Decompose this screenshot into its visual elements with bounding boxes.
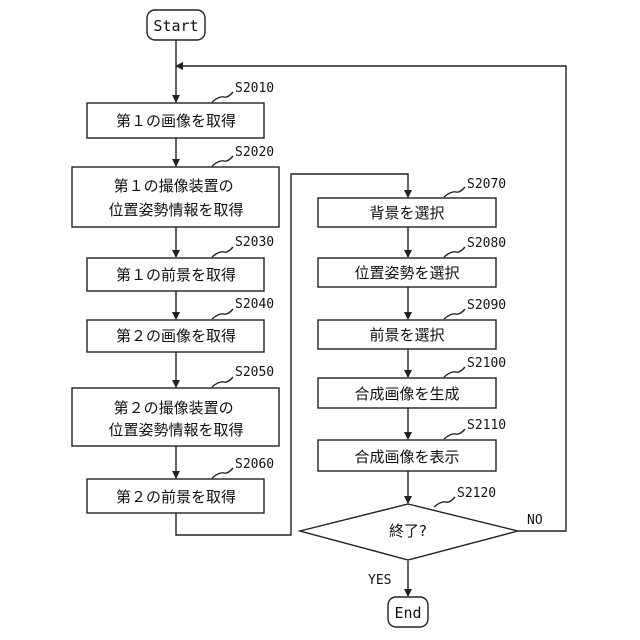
no-label: NO xyxy=(527,513,543,528)
s2080-label: 位置姿勢を選択 xyxy=(354,264,459,282)
s2120-leader xyxy=(434,497,455,507)
s2010-step-id: S2010 xyxy=(235,81,274,96)
s2020-label-line-1: 第１の撮像装置の xyxy=(114,177,234,195)
s2060-leader xyxy=(212,468,233,478)
s2030-step-id: S2030 xyxy=(235,235,274,250)
s2060-label: 第２の前景を取得 xyxy=(116,488,236,506)
s2110-leader xyxy=(444,429,465,439)
s2090-leader xyxy=(444,309,465,319)
s2100-label: 合成画像を生成 xyxy=(354,385,459,403)
s2090-label: 前景を選択 xyxy=(369,326,444,344)
s2120-step-id: S2120 xyxy=(457,486,496,501)
s2070-leader xyxy=(444,187,465,197)
end-label: End xyxy=(394,604,421,622)
s2030-leader xyxy=(212,247,233,257)
start-label: Start xyxy=(153,17,198,35)
s2080-step-id: S2080 xyxy=(467,236,506,251)
s2100-leader xyxy=(444,367,465,377)
s2020-label-line-2: 位置姿勢情報を取得 xyxy=(108,201,243,219)
s2010-label: 第１の画像を取得 xyxy=(116,112,236,130)
s2110-label: 合成画像を表示 xyxy=(354,448,459,466)
s2050-label-line-2: 位置姿勢情報を取得 xyxy=(108,421,243,439)
s2010-leader xyxy=(212,92,233,102)
s2020-step-id: S2020 xyxy=(235,145,274,160)
s2090-step-id: S2090 xyxy=(467,298,506,313)
s2030-label: 第１の前景を取得 xyxy=(116,266,236,284)
s2080-leader xyxy=(444,247,465,257)
s2050-label-line-1: 第２の撮像装置の xyxy=(114,399,234,417)
s2040-leader xyxy=(212,309,233,319)
s2070-step-id: S2070 xyxy=(467,177,506,192)
s2020-leader xyxy=(212,156,233,166)
s2070-label: 背景を選択 xyxy=(369,204,444,222)
yes-label: YES xyxy=(368,573,391,588)
s2040-label: 第２の画像を取得 xyxy=(116,327,236,345)
s2060-step-id: S2060 xyxy=(235,457,274,472)
s2110-step-id: S2110 xyxy=(467,418,506,433)
s2050-step-id: S2050 xyxy=(235,365,274,380)
s2040-step-id: S2040 xyxy=(235,297,274,312)
s2100-step-id: S2100 xyxy=(467,356,506,371)
s2120-label: 終了? xyxy=(389,522,427,540)
s2050-leader xyxy=(212,377,233,387)
